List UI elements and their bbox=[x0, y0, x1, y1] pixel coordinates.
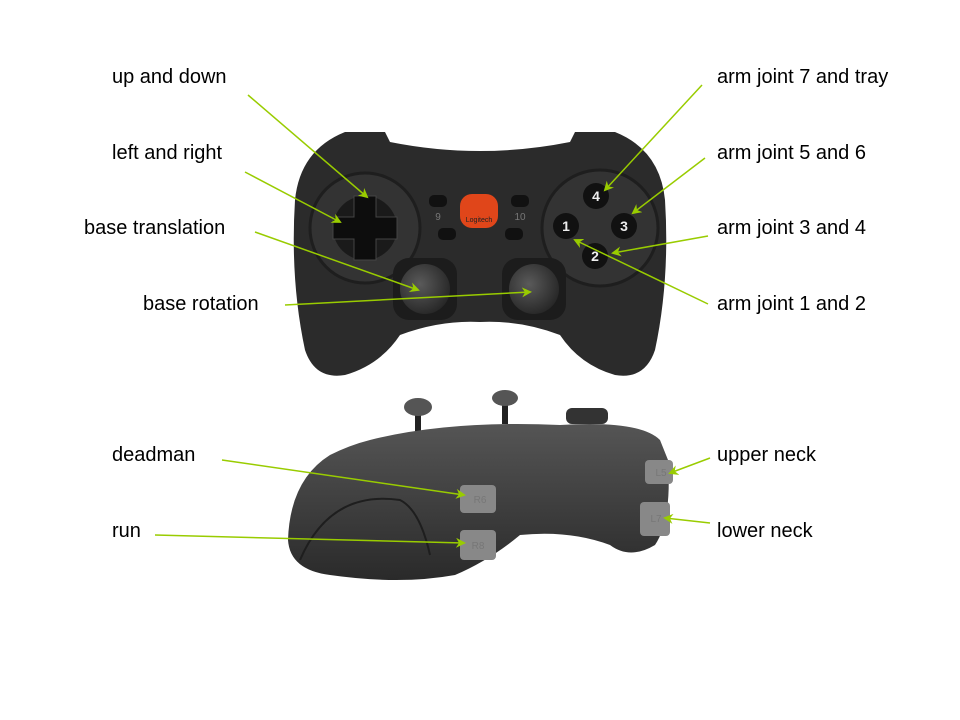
l7-button[interactable] bbox=[640, 502, 670, 536]
controller-top-view: 4 3 1 2 9 10 Logitech bbox=[293, 132, 667, 376]
button-2[interactable] bbox=[582, 243, 608, 269]
logitech-logo bbox=[460, 194, 498, 228]
label-arm-joint-5-and-6: arm joint 5 and 6 bbox=[717, 142, 866, 164]
button-4[interactable] bbox=[583, 183, 609, 209]
label-deadman: deadman bbox=[112, 444, 196, 466]
button-3[interactable] bbox=[611, 213, 637, 239]
arrow-upper-neck bbox=[668, 457, 711, 475]
arrow-left-right bbox=[244, 171, 342, 223]
label-base-translation: base translation bbox=[84, 217, 226, 239]
mode-button[interactable] bbox=[438, 228, 456, 240]
button-1[interactable] bbox=[553, 213, 579, 239]
logo-text: Logitech bbox=[466, 217, 493, 224]
r6-label: R6 bbox=[474, 495, 487, 506]
label-arm-joint-1-and-2: arm joint 1 and 2 bbox=[717, 293, 866, 315]
left-stick-side bbox=[404, 398, 432, 416]
arrow-up-down bbox=[247, 94, 369, 199]
arrow-base-rotation bbox=[284, 287, 532, 306]
button-2-label: 2 bbox=[591, 248, 599, 264]
button-9-label: 9 bbox=[435, 212, 441, 223]
arrow-deadman bbox=[221, 459, 466, 499]
label-arm-joint-7-and-tray: arm joint 7 and tray bbox=[717, 66, 889, 88]
r8-button[interactable] bbox=[460, 530, 496, 560]
label-left-and-right: left and right bbox=[112, 142, 223, 164]
label-base-rotation: base rotation bbox=[143, 293, 259, 315]
r6-button[interactable] bbox=[460, 485, 496, 513]
button-4-label: 4 bbox=[592, 188, 600, 204]
label-run: run bbox=[112, 520, 141, 542]
button-10[interactable] bbox=[511, 195, 529, 207]
button-10-label: 10 bbox=[514, 212, 526, 223]
controller-front-view: R6 R8 L5 L7 bbox=[288, 390, 673, 580]
label-lower-neck: lower neck bbox=[717, 520, 813, 542]
arrow-arm-joint-5 bbox=[631, 157, 706, 215]
label-arm-joint-3-and-4: arm joint 3 and 4 bbox=[717, 217, 866, 239]
right-thumbstick[interactable] bbox=[509, 264, 559, 314]
arrow-arm-joint-7 bbox=[603, 84, 703, 192]
label-upper-neck: upper neck bbox=[717, 444, 816, 466]
label-up-and-down: up and down bbox=[112, 66, 227, 88]
arrow-run bbox=[154, 534, 466, 548]
callout-arrows bbox=[154, 84, 711, 548]
button-9[interactable] bbox=[429, 195, 447, 207]
arrow-lower-neck bbox=[663, 513, 711, 524]
l7-label: L7 bbox=[650, 514, 662, 525]
r8-label: R8 bbox=[472, 541, 485, 552]
button-1-label: 1 bbox=[562, 218, 570, 234]
arrow-arm-joint-1 bbox=[573, 238, 709, 305]
l5-button[interactable] bbox=[645, 460, 673, 484]
left-thumbstick[interactable] bbox=[400, 264, 450, 314]
arrow-base-translation bbox=[254, 231, 420, 293]
right-stick-side bbox=[492, 390, 518, 406]
arrow-arm-joint-3 bbox=[611, 235, 709, 257]
vibration-button[interactable] bbox=[505, 228, 523, 240]
l5-label: L5 bbox=[655, 468, 667, 479]
button-3-label: 3 bbox=[620, 218, 628, 234]
